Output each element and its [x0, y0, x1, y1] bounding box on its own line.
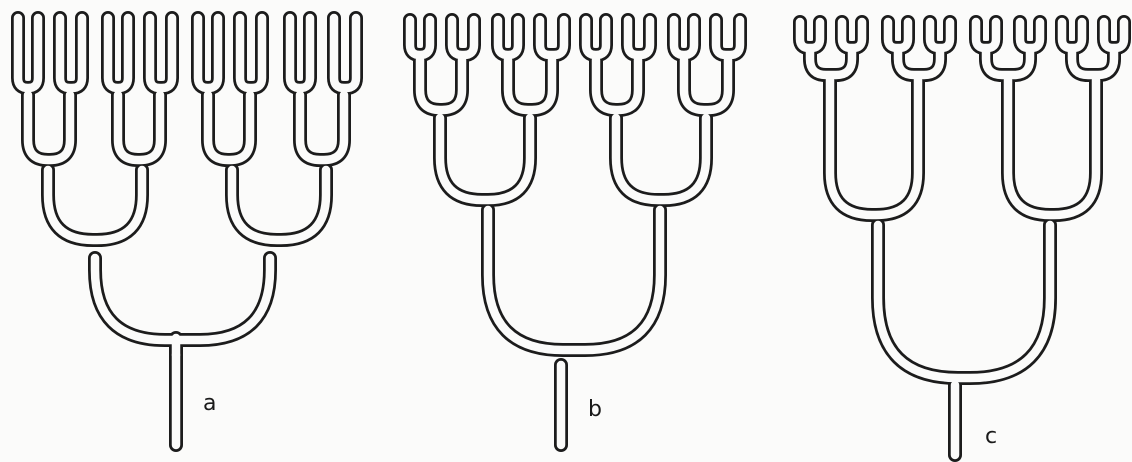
branch-segment-lumen	[976, 22, 996, 48]
tree-c-outline	[800, 22, 1124, 455]
branch-segment-lumen	[616, 118, 706, 200]
branch-segment-outline	[488, 210, 660, 350]
branch-segment-lumen	[240, 18, 262, 88]
branch-segment-lumen	[930, 22, 950, 48]
branch-segment-lumen	[888, 22, 908, 48]
branch-segment-lumen	[1020, 22, 1040, 48]
panel-label-c: c	[985, 424, 997, 449]
branch-segment-outline	[1008, 80, 1096, 215]
branch-segment-lumen	[232, 170, 326, 240]
branch-segment-lumen	[1008, 80, 1096, 215]
branch-segment-lumen	[290, 18, 310, 88]
tree-panel-b: b	[410, 20, 740, 445]
panel-label-b: b	[588, 397, 602, 422]
branch-segment-lumen	[198, 18, 218, 88]
branch-segment-lumen	[18, 18, 38, 88]
branch-segment-lumen	[830, 80, 918, 215]
branch-segment-lumen	[334, 18, 356, 88]
branch-segment-lumen	[1104, 22, 1124, 48]
branch-segment-lumen	[440, 118, 530, 200]
branch-segment-outline	[830, 80, 918, 215]
tree-panel-c: c	[800, 22, 1124, 455]
branch-segment-lumen	[800, 22, 820, 48]
branch-segment-outline	[878, 225, 1050, 378]
branch-segment-lumen	[108, 18, 128, 88]
branch-segment-lumen	[48, 170, 142, 240]
branch-segment-lumen	[60, 18, 82, 88]
branch-segment-lumen	[150, 18, 172, 88]
branch-segment-lumen	[95, 258, 270, 340]
branch-segment-lumen	[842, 22, 862, 48]
branch-segment-lumen	[1062, 22, 1082, 48]
tree-panel-a: a	[18, 18, 356, 445]
panel-label-a: a	[203, 391, 216, 416]
